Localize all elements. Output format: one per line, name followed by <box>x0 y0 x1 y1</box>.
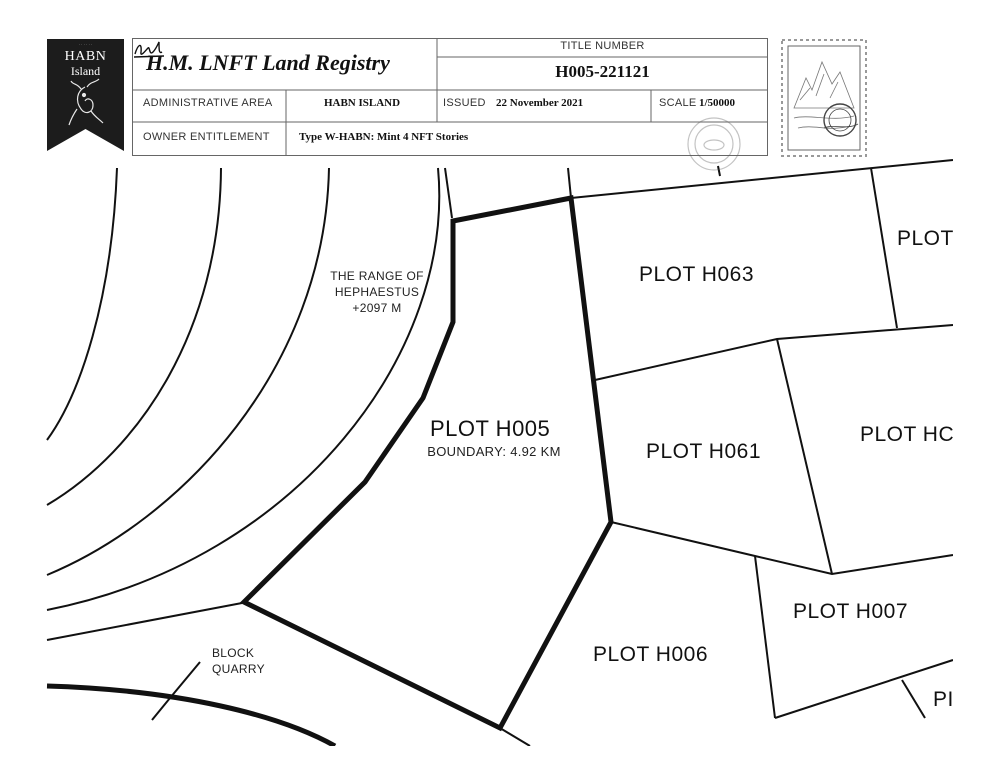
quarry-leader <box>151 661 201 721</box>
boundary-line <box>567 167 572 199</box>
boundary-line <box>776 338 833 575</box>
boundary-line <box>610 521 954 576</box>
signature-mark <box>133 41 165 58</box>
boundary-line <box>754 555 776 719</box>
title-block: H.M. LNFT Land Registry TITLE NUMBER H00… <box>132 38 768 156</box>
contour-line <box>46 167 441 611</box>
contour-line <box>46 167 330 576</box>
scale-value: 1/50000 <box>699 97 736 109</box>
issued-label: ISSUED <box>443 97 486 109</box>
quarry-edge <box>46 683 337 749</box>
banner-subtitle: Island <box>70 64 101 78</box>
range-label: THE RANGE OF HEPHAESTUS +2097 M <box>318 268 436 316</box>
quarry-label-line1: BLOCK <box>212 646 255 660</box>
boundary-line <box>444 167 453 219</box>
contour-line <box>46 167 222 506</box>
quarry-label: BLOCK QUARRY <box>212 645 274 677</box>
range-label-line2: HEPHAESTUS <box>334 285 420 299</box>
boundary-line <box>499 727 531 747</box>
title-number: H005-221121 <box>555 62 650 81</box>
postage-stamp <box>781 39 867 157</box>
contour-line <box>46 167 118 441</box>
range-elevation: +2097 M <box>352 301 402 315</box>
plot-mid-right-label[interactable]: PLOT HC <box>860 423 955 446</box>
plot-h007-label[interactable]: PLOT H007 <box>793 600 909 623</box>
boundary-line <box>594 324 954 381</box>
administrative-area-value: HABN ISLAND <box>323 97 401 109</box>
scale-label: SCALE <box>659 97 697 109</box>
habn-island-banner: · · · · · · HABN Island <box>47 39 124 151</box>
registry-seal <box>687 117 741 171</box>
boundary-line <box>870 167 898 329</box>
owner-entitlement-value: Type W-HABN: Mint 4 NFT Stories <box>299 131 469 143</box>
boundary-line <box>46 602 243 641</box>
plot-h006-label[interactable]: PLOT H006 <box>593 643 709 666</box>
boundary-line <box>717 165 721 177</box>
plot-h005-label[interactable]: PLOT H005 <box>430 416 551 441</box>
boundary-line <box>570 159 954 199</box>
svg-text:· · · · · ·: · · · · · · <box>79 42 93 47</box>
issued-date: 22 November 2021 <box>496 97 584 109</box>
plot-h063-label[interactable]: PLOT H063 <box>639 263 755 286</box>
range-label-line1: THE RANGE OF <box>330 269 424 283</box>
map-right-margin <box>953 160 1000 784</box>
registry-title: H.M. LNFT Land Registry <box>146 50 390 75</box>
plot-bottom-right-label[interactable]: PI <box>933 688 954 711</box>
owner-entitlement-label: OWNER ENTITLEMENT <box>143 131 270 143</box>
banner-title: HABN <box>64 49 107 64</box>
plot-h061-label[interactable]: PLOT H061 <box>646 440 762 463</box>
map-bottom-margin <box>0 746 1000 784</box>
quarry-label-line2: QUARRY <box>212 662 265 676</box>
boundary-line <box>774 659 954 719</box>
administrative-area-label: ADMINISTRATIVE AREA <box>143 97 273 109</box>
plot-top-right-label[interactable]: PLOT <box>897 227 954 250</box>
boundary-line <box>901 679 926 719</box>
plot-h005-boundary-text: BOUNDARY: 4.92 KM <box>427 444 561 459</box>
title-number-label: TITLE NUMBER <box>560 40 645 52</box>
plot-h005-boundary <box>239 195 614 732</box>
